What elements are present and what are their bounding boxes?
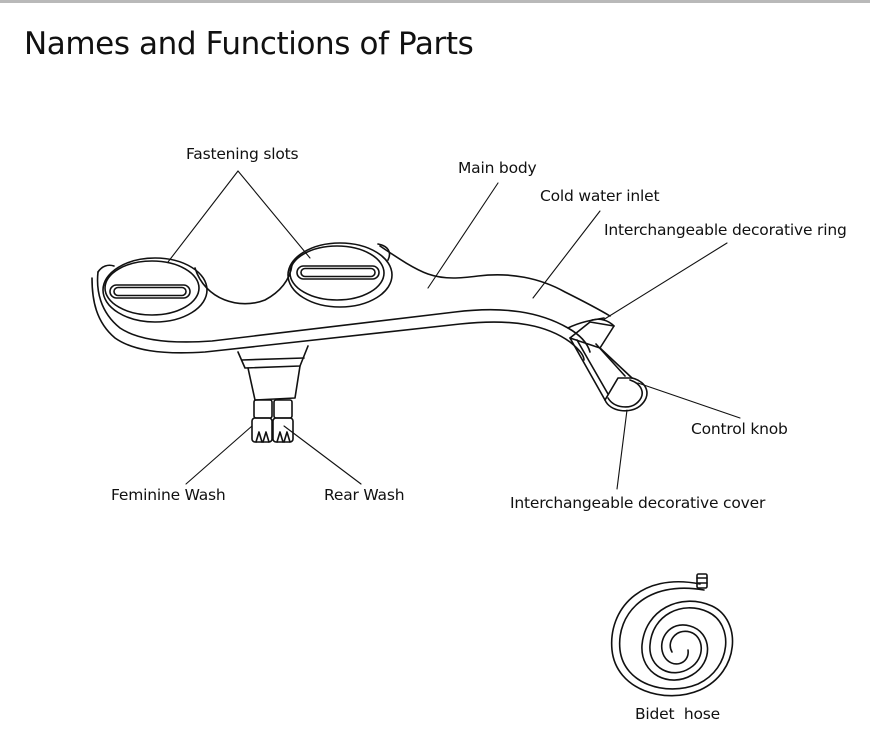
- left-fastening-slot: [102, 257, 208, 323]
- nozzle-housing: [237, 345, 309, 401]
- label-control-knob: Control knob: [691, 420, 788, 438]
- label-cold-water-inlet: Cold water inlet: [540, 187, 660, 205]
- right-fastening-slot: [287, 242, 393, 308]
- label-decorative-cover: Interchangeable decorative cover: [510, 494, 766, 512]
- label-rear-wash: Rear Wash: [324, 486, 405, 504]
- label-bidet-hose: Bidet hose: [635, 705, 720, 723]
- control-knob: [569, 318, 648, 412]
- label-decorative-ring: Interchangeable decorative ring: [604, 221, 847, 239]
- leader-lines: [167, 170, 741, 490]
- label-fastening-slots: Fastening slots: [186, 145, 299, 163]
- pad-notch: [194, 264, 293, 305]
- label-feminine-wash: Feminine Wash: [111, 486, 226, 504]
- label-main-body: Main body: [458, 159, 537, 177]
- wash-nozzles: [251, 399, 294, 443]
- bidet-hose: [610, 573, 734, 697]
- page-title: Names and Functions of Parts: [24, 26, 474, 62]
- top-border: [0, 0, 870, 3]
